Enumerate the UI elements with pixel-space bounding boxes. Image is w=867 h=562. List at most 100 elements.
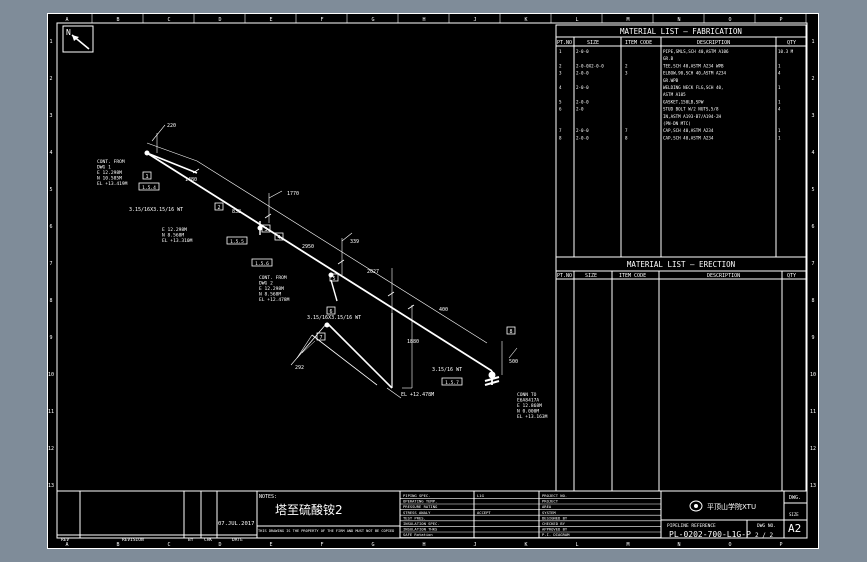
callout-line: N 10.585M [97, 176, 122, 182]
fab-header-qty: QTY [787, 40, 796, 46]
flag-end: 3.15/16 WT [432, 367, 462, 373]
tag-number: 6 [329, 309, 332, 315]
spec-key: OPERATING TEMP. [403, 499, 437, 504]
grid-number-left: 12 [48, 446, 54, 452]
grid-letter-bottom: N [677, 542, 680, 548]
tag-box [326, 306, 336, 315]
callout-line: EL +13.310M [162, 238, 193, 244]
callout-line: DWG 2 [259, 281, 273, 287]
tag-number: 5 [332, 276, 335, 282]
grid-letter-top: D [218, 17, 221, 23]
fabrication-title: MATERIAL LIST — FABRICATION [620, 27, 742, 36]
dimension-value: 1480 [185, 177, 197, 183]
dimension-value: 500 [509, 359, 518, 365]
tag-number: 7 [319, 335, 322, 341]
flag-mid: 3.15/16X3.15/16 WT [307, 315, 361, 321]
grid-number-left: 3 [49, 113, 52, 119]
ere-header-qty: QTY [787, 273, 796, 279]
fab-row-size: 2-0-0 [576, 99, 589, 104]
revision-col: REVISION [122, 537, 144, 543]
outer-border [47, 13, 819, 549]
fab-header-no: PT.NO [557, 40, 572, 46]
grid-letter-top: O [728, 17, 731, 23]
grid-number-left: 10 [48, 372, 54, 378]
fab-row-desc: GR.WPB [663, 78, 679, 83]
fab-row-qty: 1 [778, 135, 781, 140]
tag-box [214, 202, 224, 211]
fab-row-no: 3 [559, 71, 562, 76]
grid-number-right: 3 [811, 113, 814, 119]
callout-line: DWG 1 [97, 165, 111, 171]
grid-number-left: 5 [49, 187, 52, 193]
grid-letter-bottom: J [473, 542, 476, 548]
dwg-no-label: DWG NO. [757, 523, 776, 529]
fab-row-no: 8 [559, 135, 562, 140]
grid-number-left: 11 [48, 409, 54, 415]
flag-upper: 3.15/16X3.15/16 WT [129, 207, 183, 213]
company-logo [689, 500, 703, 512]
dimension-value: 838 [232, 209, 241, 215]
grid-letter-bottom: H [422, 542, 425, 548]
fab-row-qty: 4 [778, 107, 781, 112]
grid-number-left: 6 [49, 224, 52, 230]
spec-key: PIPING SPEC. [403, 493, 430, 498]
grid-number-left: 4 [49, 150, 52, 156]
project-key: PROJECT [542, 499, 559, 504]
spool-box [138, 182, 160, 191]
fab-row-size: 2-0-0X2-0-0 [576, 63, 604, 68]
grid-letter-top: G [371, 17, 374, 23]
dimension-value: 339 [350, 239, 359, 245]
fab-row-no: 1 [559, 49, 562, 54]
grid-letter-bottom: C [167, 542, 170, 548]
erection-title: MATERIAL LIST — ERECTION [627, 260, 735, 269]
grid-letter-top: E [269, 17, 272, 23]
fab-row-code: 2 [625, 63, 628, 68]
project-key: PROJECT NO. [542, 493, 567, 498]
fab-row-size: 2-0-0 [576, 71, 589, 76]
pipe-main-run [146, 152, 493, 372]
spec-value: L1G [477, 493, 485, 498]
fab-row-desc: CAP,SCH 40,ASTM A234 [663, 135, 714, 140]
date-col: DATE [232, 537, 243, 543]
fab-row-size: 2-0-0 [576, 128, 589, 133]
callout-line: CONN TO [517, 392, 537, 398]
fab-row-qty: 1 [778, 85, 781, 90]
fab-row-qty: 1 [778, 128, 781, 133]
grid-letter-bottom: P [779, 542, 782, 548]
grid-number-left: 8 [49, 298, 52, 304]
north-arrow: N [62, 25, 94, 53]
callout-line: E 12.298M [97, 170, 122, 176]
pipeline-ref-label: PIPELINE REFERENCE [667, 523, 716, 529]
spec-key: INSULATION THKS [403, 527, 438, 532]
fab-row-qty: 10.3 M [778, 49, 794, 54]
spool-box [251, 258, 273, 267]
fab-row-size: 2-0-0 [576, 85, 589, 90]
tag-box [261, 224, 271, 233]
grid-number-right: 13 [810, 483, 816, 489]
grid-letter-top: A [65, 17, 68, 23]
grid-number-right: 1 [811, 39, 814, 45]
sheet-size: A2 [788, 522, 801, 535]
spool-box [226, 236, 248, 245]
grid-letter-top: M [626, 17, 629, 23]
fab-row-no: 4 [559, 85, 562, 90]
dimension-value: 400 [439, 307, 448, 313]
fab-row-desc: ELBOW,90,SCH 40,ASTM A234 [663, 71, 727, 76]
spec-value: ACCEPT [477, 510, 491, 515]
callout-line: EL +13.419M [97, 181, 128, 187]
chinese-title: 塔至硫酸铵2 [275, 502, 343, 517]
tag-box [316, 332, 326, 341]
spool-box [441, 377, 463, 386]
project-key: P.I. DIAGRAM [542, 532, 570, 537]
tag-number: 1 [145, 174, 148, 180]
grid-letter-top: P [779, 17, 782, 23]
grid-number-right: 4 [811, 150, 814, 156]
grid-number-left: 1 [49, 39, 52, 45]
